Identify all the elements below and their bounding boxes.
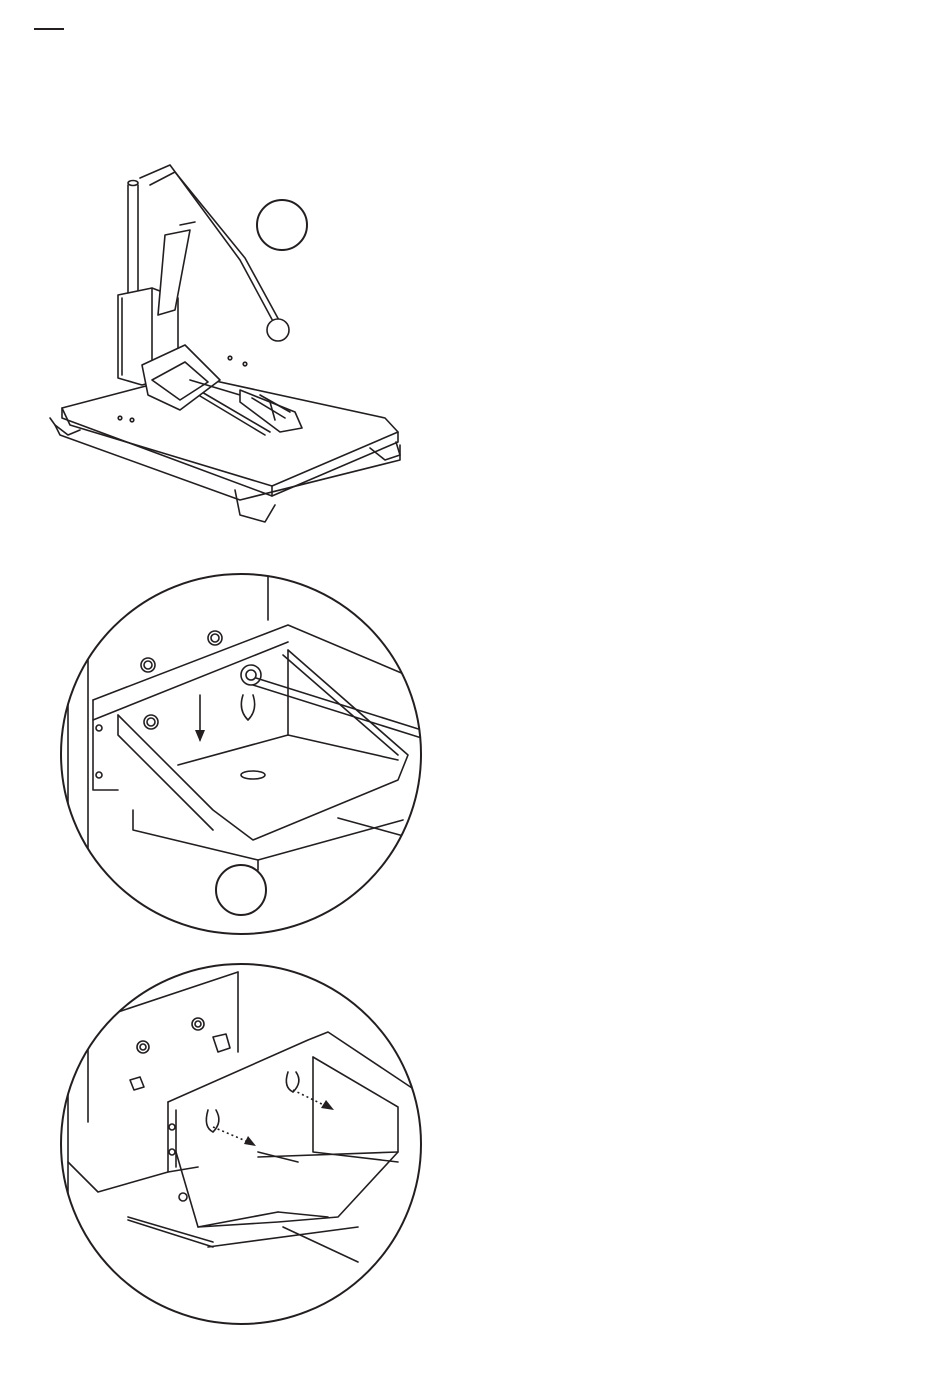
callout-circle-b: [216, 865, 266, 915]
bracket-removal-detail-drawing: [58, 962, 428, 1332]
overview-illustration: [40, 150, 420, 540]
detail-illustration-2: [58, 962, 428, 1332]
tile-cutter-drawing: [40, 150, 420, 540]
detail-frame-circle-2: [61, 964, 421, 1324]
bolt-loosening-detail-drawing: [58, 570, 428, 940]
header-rule: [34, 28, 64, 30]
detail-illustration-1: [58, 570, 428, 940]
callout-circle-a: [257, 200, 307, 250]
